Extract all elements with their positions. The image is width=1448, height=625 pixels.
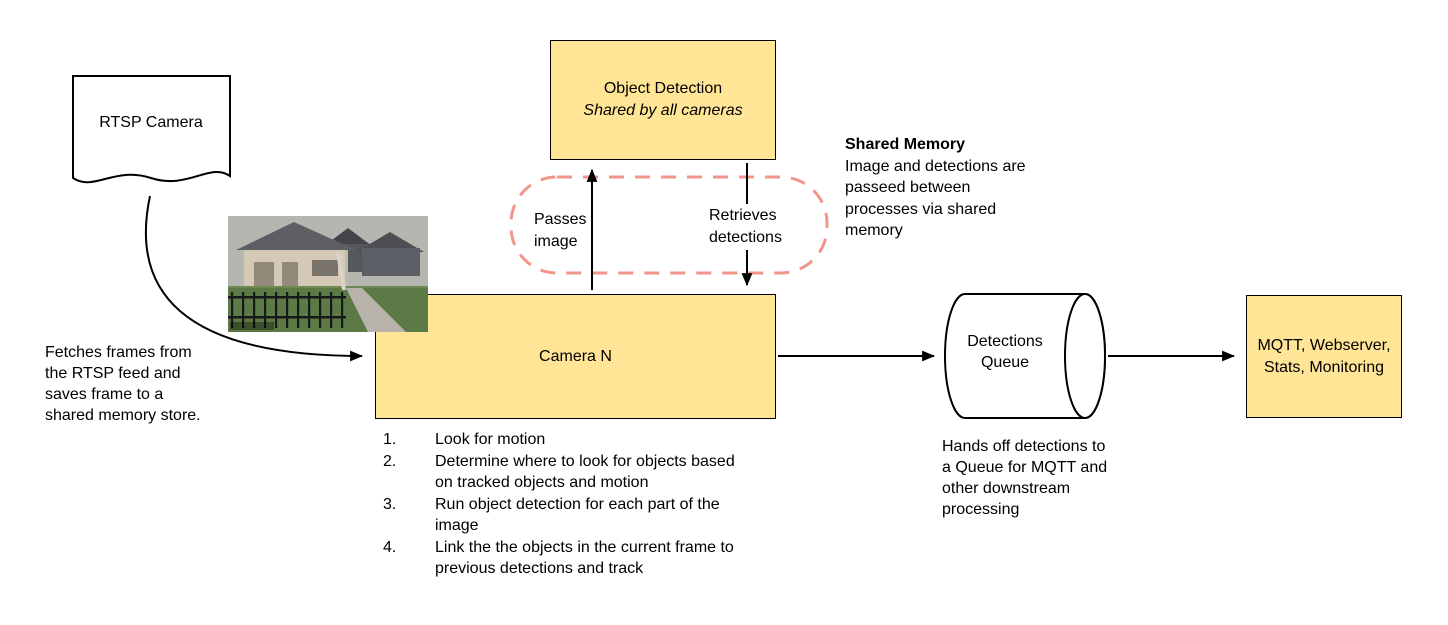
shared-memory-note-body: Image and detections are passeed between… <box>845 157 1026 240</box>
camera-n-label: Camera N <box>539 347 612 365</box>
camera-n-step: 2. Determine where to look for objects b… <box>383 451 755 494</box>
camera-n-step: 3. Run object detection for each part of… <box>383 494 755 537</box>
step-text: Link the the objects in the current fram… <box>435 538 734 578</box>
fetch-frames-note: Fetches frames from the RTSP feed and sa… <box>45 344 201 424</box>
camera-n-step: 4. Link the the objects in the current f… <box>383 537 755 580</box>
step-text: Run object detection for each part of th… <box>435 495 720 535</box>
detections-queue-label: Detections Queue <box>967 333 1043 371</box>
retrieves-detections-label: Retrieves detections <box>707 204 801 250</box>
shared-memory-note-title: Shared Memory <box>845 136 966 153</box>
object-detection-node: Object Detection Shared by all cameras <box>550 40 776 160</box>
shared-memory-note: Shared Memory Image and detections are p… <box>845 134 1047 242</box>
camera-feed-image <box>228 216 428 332</box>
detections-queue-cap <box>1064 293 1106 419</box>
output-node-label: MQTT, Webserver, Stats, Monitoring <box>1257 336 1391 376</box>
passes-image-label: Passes image <box>534 211 587 250</box>
step-text: Look for motion <box>435 431 546 448</box>
queue-handoff-note: Hands off detections to a Queue for MQTT… <box>942 438 1108 518</box>
camera-n-node: Camera N <box>375 294 776 419</box>
step-number: 2. <box>383 452 397 470</box>
object-detection-subtitle: Shared by all cameras <box>583 102 743 119</box>
rtsp-camera-label: RTSP Camera <box>99 114 203 131</box>
step-number: 1. <box>383 431 397 448</box>
step-text: Determine where to look for objects base… <box>435 452 735 492</box>
camera-n-steps-list: 1. Look for motion 2. Determine where to… <box>383 429 755 580</box>
step-number: 4. <box>383 538 397 556</box>
camera-n-step: 1. Look for motion <box>383 429 755 451</box>
output-node: MQTT, Webserver, Stats, Monitoring <box>1246 295 1402 418</box>
object-detection-title: Object Detection <box>603 80 723 97</box>
step-number: 3. <box>383 495 397 513</box>
